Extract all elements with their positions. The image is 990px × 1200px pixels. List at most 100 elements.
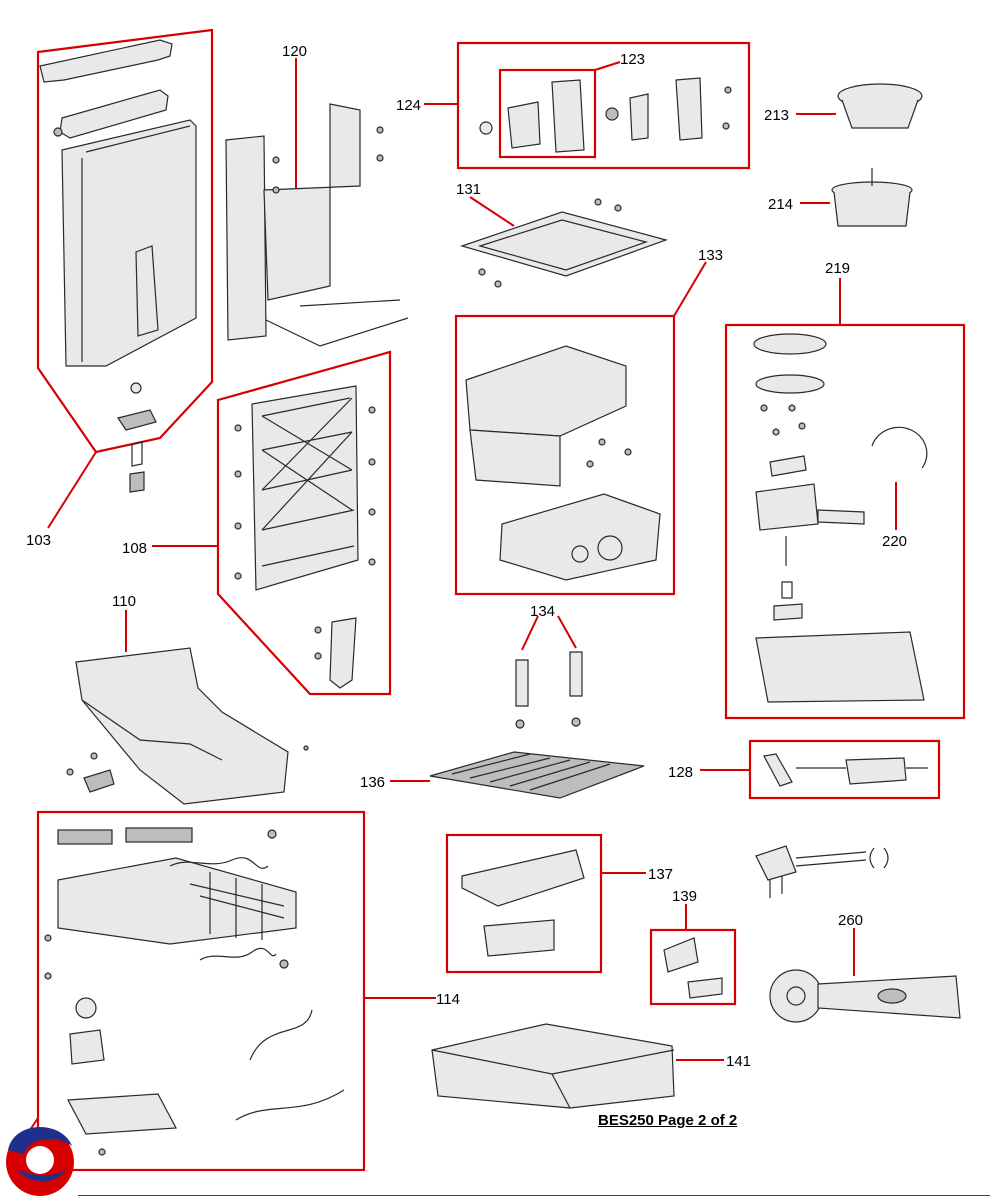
valve-plate: [117, 409, 157, 431]
panel-screw: [368, 458, 376, 466]
group-110-base-plate: 110: [66, 593, 309, 805]
brew-clip: [769, 455, 807, 477]
group-124-switch: 124 123: [396, 41, 751, 170]
leader-133: [673, 261, 707, 317]
filter-213-body: [841, 99, 919, 129]
callout-260: 260: [838, 912, 863, 929]
base-screw: [279, 959, 289, 969]
base-cover-plate: [67, 1093, 177, 1135]
tray-screw: [478, 268, 486, 276]
tray-part-lower: [483, 919, 555, 957]
base-screw: [90, 752, 98, 760]
brew-screw: [760, 404, 768, 412]
portafilter-grip: [877, 988, 907, 1004]
housing-screw: [624, 448, 632, 456]
brew-valve: [773, 603, 803, 621]
group-131-top-tray: 131: [456, 181, 669, 288]
group-139-small-parts: 139: [649, 888, 737, 1006]
callout-124: 124: [396, 97, 421, 114]
fuse-body: [845, 757, 907, 785]
drip-grid: [429, 751, 645, 799]
callout-110: 110: [112, 593, 136, 610]
brew-shroud: [755, 631, 925, 703]
callout-133: 133: [698, 247, 723, 264]
switch-screw: [724, 86, 732, 94]
group-114-base-assembly: 114: [29, 810, 460, 1172]
page-footer: BES250 Page 2 of 2: [598, 1112, 738, 1129]
frame-left-panel: [225, 135, 267, 341]
retaining-ring-220: [871, 426, 928, 469]
foot-screw: [515, 719, 525, 729]
valve-nut: [130, 382, 142, 394]
portafilter-basket: [769, 969, 823, 1023]
logo-center: [26, 1146, 54, 1174]
group-136-drip-grid: 136: [360, 751, 645, 799]
callout-123: 123: [620, 51, 645, 68]
cord-break: [869, 847, 889, 869]
knob-cap: [479, 121, 493, 135]
brew-screw: [788, 404, 796, 412]
brand-logo: [6, 1126, 74, 1196]
frame-screw: [376, 154, 384, 162]
top-tray-inner: [477, 219, 649, 271]
frame-screw: [272, 156, 280, 164]
brew-head-cap: [753, 333, 827, 355]
base-block: [83, 769, 115, 793]
outline-139: [649, 928, 737, 1006]
callout-220: 220: [882, 533, 907, 550]
brew-boiler: [755, 483, 819, 531]
callout-139: 139: [672, 888, 697, 905]
brew-screw: [798, 422, 806, 430]
foot-pin: [569, 651, 583, 697]
portafilter-hole: [786, 986, 806, 1006]
callout-131: 131: [456, 181, 481, 198]
base-wiring: [235, 1009, 345, 1121]
panel-screw: [368, 508, 376, 516]
group-108-rear-panel: 108: [122, 350, 392, 696]
base-pad: [57, 829, 113, 845]
brew-spring: [781, 581, 793, 599]
valve-plug: [129, 471, 145, 493]
outline-124: [456, 41, 751, 170]
outline-219: [724, 323, 966, 720]
base-pad: [125, 827, 193, 843]
outline-103: [36, 28, 214, 454]
tray-screw: [594, 198, 602, 206]
group-134-feet: 134: [515, 603, 583, 729]
brew-screw: [772, 428, 780, 436]
foot-screw: [571, 717, 581, 727]
tray-screw: [614, 204, 622, 212]
callout-114: 114: [436, 991, 460, 1008]
group-120-frame: 120: [225, 43, 409, 347]
base-screw: [267, 829, 277, 839]
brew-pipe: [817, 509, 865, 525]
base-chassis-grid: [189, 872, 285, 940]
callout-213: 213: [764, 107, 789, 124]
drip-tray: [431, 1023, 675, 1109]
group-133-front-housing: 133: [454, 247, 723, 596]
housing-screw: [586, 460, 594, 468]
frame-back-panel: [263, 103, 361, 301]
pump-valve: [69, 1029, 105, 1065]
base-screw: [66, 768, 74, 776]
valve-spring: [131, 441, 143, 467]
tank-body: [61, 119, 197, 367]
base-plate-edge: [81, 699, 223, 761]
group-103-water-tank: 103: [26, 28, 214, 549]
panel-screw: [234, 470, 242, 478]
pump-ring: [75, 997, 97, 1019]
switch-contact: [629, 93, 649, 141]
group-213-214-filters: 213 214: [764, 83, 923, 227]
outline-114: [36, 810, 366, 1172]
housing-hole: [571, 545, 589, 563]
housing-upper-face: [469, 429, 561, 487]
tray-screw: [494, 280, 502, 288]
outline-108: [216, 350, 392, 696]
tank-edge: [81, 125, 191, 362]
cord-wire: [795, 851, 867, 867]
leader-123: [594, 61, 621, 71]
panel-screw: [314, 626, 322, 634]
base-screw: [44, 934, 52, 942]
brew-head-gasket: [755, 374, 825, 394]
frame-feet: [265, 299, 409, 347]
